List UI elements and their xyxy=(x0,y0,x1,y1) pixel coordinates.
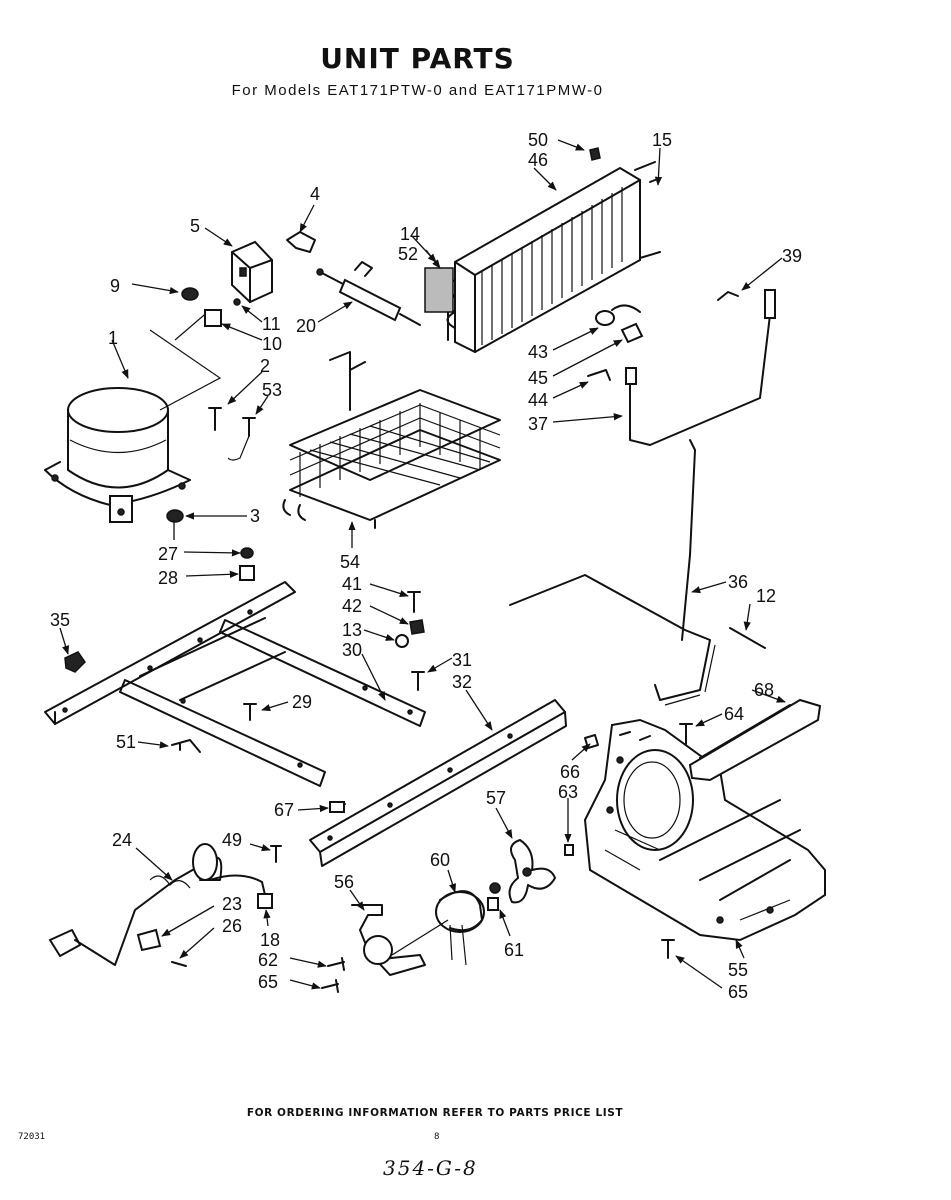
callout-14: 14 xyxy=(400,224,420,244)
evaporator-drawing xyxy=(282,351,501,529)
handwritten-note: 354-G-8 xyxy=(383,1156,478,1180)
drier-drawing xyxy=(316,261,421,326)
callout-27: 27 xyxy=(158,544,178,564)
callout-64: 64 xyxy=(724,704,744,724)
document-code: 72031 xyxy=(18,1132,46,1142)
part-drawings xyxy=(44,147,826,993)
callout-28: 28 xyxy=(158,568,178,588)
callout-15: 15 xyxy=(652,130,672,150)
callout-24: 24 xyxy=(112,830,132,850)
callout-68: 68 xyxy=(754,680,774,700)
callout-44: 44 xyxy=(528,390,548,410)
callout-54: 54 xyxy=(340,552,360,572)
callout-labels: 50 15 46 4 5 14 52 39 9 11 20 1 10 43 2 … xyxy=(50,130,802,1002)
callout-63: 63 xyxy=(558,782,578,802)
ordering-note: FOR ORDERING INFORMATION REFER TO PARTS … xyxy=(246,1107,624,1119)
callout-37: 37 xyxy=(528,414,548,434)
callout-66: 66 xyxy=(560,762,580,782)
callout-45: 45 xyxy=(528,368,548,388)
callout-12: 12 xyxy=(756,586,776,606)
condenser-drawing xyxy=(424,161,661,354)
callout-2: 2 xyxy=(260,356,270,376)
callout-1: 1 xyxy=(108,328,118,348)
callout-11: 11 xyxy=(262,314,281,334)
callout-67: 67 xyxy=(274,800,294,820)
compressor-drawing xyxy=(44,387,191,523)
callout-51: 51 xyxy=(116,732,136,752)
callout-18: 18 xyxy=(260,930,280,950)
base-frame-drawing xyxy=(44,581,426,787)
callout-65: 65 xyxy=(258,972,278,992)
callout-53: 53 xyxy=(262,380,282,400)
callout-26: 26 xyxy=(222,916,242,936)
callout-23: 23 xyxy=(222,894,242,914)
callout-35: 35 xyxy=(50,610,70,630)
callout-32: 32 xyxy=(452,672,472,692)
callout-29: 29 xyxy=(292,692,312,712)
callout-42: 42 xyxy=(342,596,362,616)
callout-46: 46 xyxy=(528,150,548,170)
callout-61: 61 xyxy=(504,940,524,960)
callout-5: 5 xyxy=(190,216,200,236)
callout-4: 4 xyxy=(310,184,320,204)
callout-31: 31 xyxy=(452,650,472,670)
callout-20: 20 xyxy=(296,316,316,336)
callout-52: 52 xyxy=(398,244,418,264)
callout-55: 55 xyxy=(728,960,748,980)
callout-3: 3 xyxy=(250,506,260,526)
callout-49: 49 xyxy=(222,830,242,850)
callout-65b: 65 xyxy=(728,982,748,1002)
callout-13: 13 xyxy=(342,620,362,640)
callout-41: 41 xyxy=(342,574,362,594)
callout-60: 60 xyxy=(430,850,450,870)
callout-43: 43 xyxy=(528,342,548,362)
callout-9: 9 xyxy=(110,276,120,296)
callout-39: 39 xyxy=(782,246,802,266)
rail-drawing xyxy=(309,699,567,867)
callout-10: 10 xyxy=(262,334,282,354)
callout-57: 57 xyxy=(486,788,506,808)
model-subtitle: For Models EAT171PTW-0 and EAT171PMW-0 xyxy=(231,82,604,99)
fan-motor-drawing xyxy=(351,882,501,976)
power-cord-drawing xyxy=(49,843,273,966)
fan-shroud-drawing xyxy=(583,718,826,942)
callout-36: 36 xyxy=(728,572,748,592)
callout-62: 62 xyxy=(258,950,278,970)
page-title: UNIT PARTS xyxy=(320,42,515,75)
callout-50: 50 xyxy=(528,130,548,150)
callout-leaders xyxy=(59,139,786,990)
page-number: 8 xyxy=(434,1132,440,1142)
callout-56: 56 xyxy=(334,872,354,892)
callout-30: 30 xyxy=(342,640,362,660)
relay-cover-drawing xyxy=(231,240,273,304)
